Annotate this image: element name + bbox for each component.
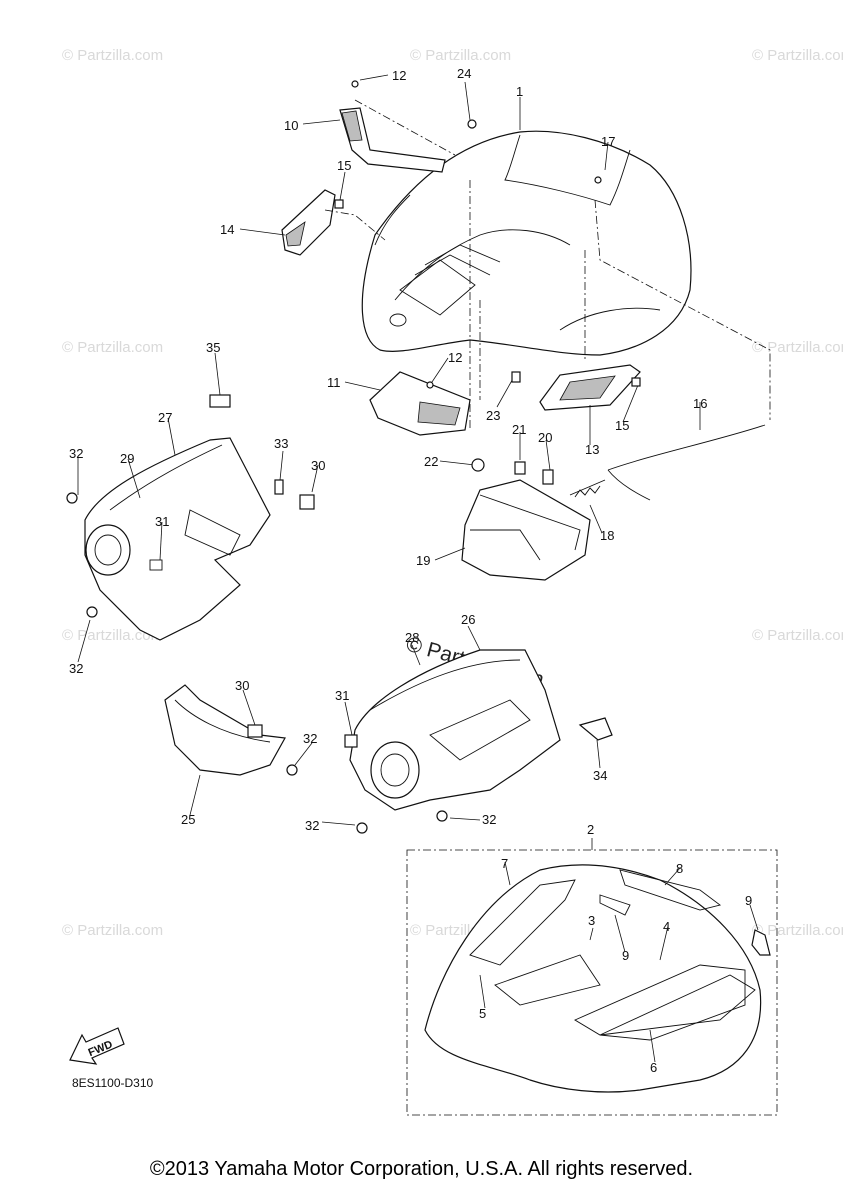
callout-31: 31 <box>335 688 349 703</box>
callout-24: 24 <box>457 66 471 81</box>
callout-12: 12 <box>392 68 406 83</box>
part-14-side-cover <box>281 189 336 256</box>
callout-9: 9 <box>745 893 752 908</box>
callout-18: 18 <box>600 528 614 543</box>
callout-20: 20 <box>538 430 552 445</box>
callout-27: 27 <box>158 410 172 425</box>
callout-25: 25 <box>181 812 195 827</box>
watermark: © Partzilla.com <box>62 339 163 356</box>
watermark: © Partzilla.com <box>752 47 843 64</box>
callout-21: 21 <box>512 422 526 437</box>
callout-5: 5 <box>479 1006 486 1021</box>
callout-13: 13 <box>585 442 599 457</box>
callout-31: 31 <box>155 514 169 529</box>
part-34-bracket <box>578 717 613 741</box>
callout-2: 2 <box>587 822 594 837</box>
part-19-cradle <box>461 479 591 581</box>
fasteners <box>66 80 641 834</box>
copyright-notice: ©2013 Yamaha Motor Corporation, U.S.A. A… <box>149 1158 694 1180</box>
part-1-front-cowl <box>361 130 692 356</box>
callout-33: 33 <box>274 436 288 451</box>
watermark: © Partzilla.com <box>62 47 163 64</box>
part-10-left-decal <box>339 107 446 173</box>
watermark: © Partzilla.com <box>752 339 843 356</box>
part-11-panel <box>369 371 471 436</box>
callout-32: 32 <box>303 731 317 746</box>
part-26-right-side-cover <box>349 649 561 811</box>
callout-10: 10 <box>284 118 298 133</box>
part-27-left-side-cover <box>84 437 271 641</box>
fwd-arrow-icon: FWD <box>69 1027 125 1065</box>
callout-4: 4 <box>663 919 670 934</box>
callout-30: 30 <box>235 678 249 693</box>
part-13-panel <box>539 364 641 411</box>
part-25-lower-cover <box>164 684 286 776</box>
part-18-spring <box>569 479 606 498</box>
part-16-cable <box>607 424 766 501</box>
callout-26: 26 <box>461 612 475 627</box>
watermark: © Partzilla.com <box>752 922 843 939</box>
callout-6: 6 <box>650 1060 657 1075</box>
phantom-lines <box>324 99 771 430</box>
callout-12: 12 <box>448 350 462 365</box>
callout-29: 29 <box>120 451 134 466</box>
callout-19: 19 <box>416 553 430 568</box>
callout-labels: 12 24 1 10 17 15 14 35 12 11 23 13 15 16… <box>69 66 752 1075</box>
watermark: © Partzilla.com <box>752 627 843 644</box>
watermark: © Partzilla.com <box>410 47 511 64</box>
callout-1: 1 <box>516 84 523 99</box>
callout-23: 23 <box>486 408 500 423</box>
callout-3: 3 <box>588 913 595 928</box>
callout-28: 28 <box>405 630 419 645</box>
callout-30: 30 <box>311 458 325 473</box>
callout-16: 16 <box>693 396 707 411</box>
callout-8: 8 <box>676 861 683 876</box>
callout-15: 15 <box>337 158 351 173</box>
callout-15: 15 <box>615 418 629 433</box>
callout-32: 32 <box>482 812 496 827</box>
callout-22: 22 <box>424 454 438 469</box>
callout-32: 32 <box>69 446 83 461</box>
part-2-assembly <box>406 849 778 1116</box>
callout-17: 17 <box>601 134 615 149</box>
callout-14: 14 <box>220 222 234 237</box>
callout-7: 7 <box>501 856 508 871</box>
leader-lines <box>77 74 759 1063</box>
callout-32: 32 <box>69 661 83 676</box>
callout-11: 11 <box>327 375 341 390</box>
callout-34: 34 <box>593 768 607 783</box>
watermark: © Partzilla.com <box>62 922 163 939</box>
diagram-code: 8ES1100-D310 <box>72 1076 153 1090</box>
callout-32: 32 <box>305 818 319 833</box>
callout-35: 35 <box>206 340 220 355</box>
callout-9: 9 <box>622 948 629 963</box>
